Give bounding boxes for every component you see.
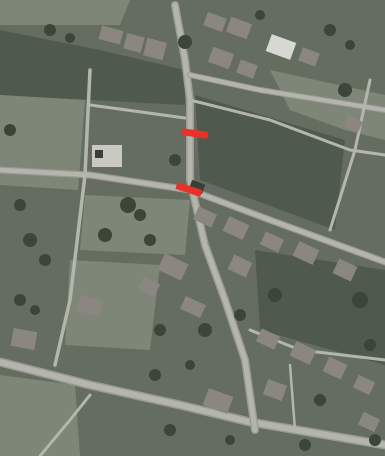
building-east-1 [343,115,363,133]
building-north-6 [207,46,235,70]
building-mid-1 [157,253,189,281]
tree [154,324,166,336]
tree [352,292,368,308]
tree [299,439,311,451]
tree [30,305,40,315]
building-southwest-2 [10,328,38,350]
tree [149,369,161,381]
building-south-5 [202,388,234,414]
tree [65,33,75,43]
tree [164,424,176,436]
road-field-path [188,98,385,157]
road-west-lane [53,68,92,367]
tree [169,154,181,166]
tree [39,254,51,266]
tree [23,233,37,247]
building-north-1 [98,25,124,45]
buildings [10,12,381,433]
marker-south [175,182,203,197]
field-north-strip [0,0,130,25]
road-east-diagonal [328,78,372,232]
tree [364,339,376,351]
tree [14,294,26,306]
tree [225,435,235,445]
building-northeast [298,47,320,67]
tree [314,394,326,406]
marker-north [181,128,209,139]
field-east-lower [255,250,385,365]
building-center-2 [222,216,250,240]
tree [234,309,246,321]
road-southwest-lane [38,393,92,456]
highlight-markers [175,128,209,197]
field-northwest [0,30,185,105]
tree [14,199,26,211]
building-south-1 [255,328,281,350]
building-center-5 [332,258,358,282]
building-mid-3 [137,276,161,298]
building-center-3 [259,231,285,253]
tree [185,360,195,370]
tree [134,209,146,221]
field-east [335,145,385,228]
tree [178,35,192,49]
building-mid-2 [227,254,253,278]
building-north-4 [203,12,227,32]
tree [255,10,265,20]
tree [44,24,56,36]
building-south-3 [322,356,348,380]
building-south-7 [357,411,381,433]
building-southwest-1 [76,295,104,317]
field-center-large [195,95,345,230]
tree [98,228,112,242]
tree [4,124,16,136]
road-north-east-surface [188,73,385,112]
building-south-4 [352,374,376,396]
tree [120,197,136,213]
trees [4,10,381,451]
building-north-7 [236,59,258,79]
building-north-3 [143,37,167,61]
building-center-4 [292,241,320,265]
building-center-1 [192,206,218,228]
field-central-south [65,260,160,350]
building-south-2 [289,341,317,365]
building-north-2 [123,32,145,54]
building-center-west-shadow [95,150,103,158]
building-white-north [265,34,297,60]
tree [345,40,355,50]
field-west-strip [0,95,85,190]
field-south-center [80,390,250,456]
tree [198,323,212,337]
road-inner-loop [88,103,187,120]
building-mid-4 [180,296,206,318]
road-south-branch [288,363,297,432]
tree [144,234,156,246]
tree [268,288,282,302]
tree [324,24,336,36]
tree [369,434,381,446]
tree [338,83,352,97]
building-south-6 [262,379,288,401]
field-southwest [0,375,80,456]
building-north-5 [225,16,253,40]
